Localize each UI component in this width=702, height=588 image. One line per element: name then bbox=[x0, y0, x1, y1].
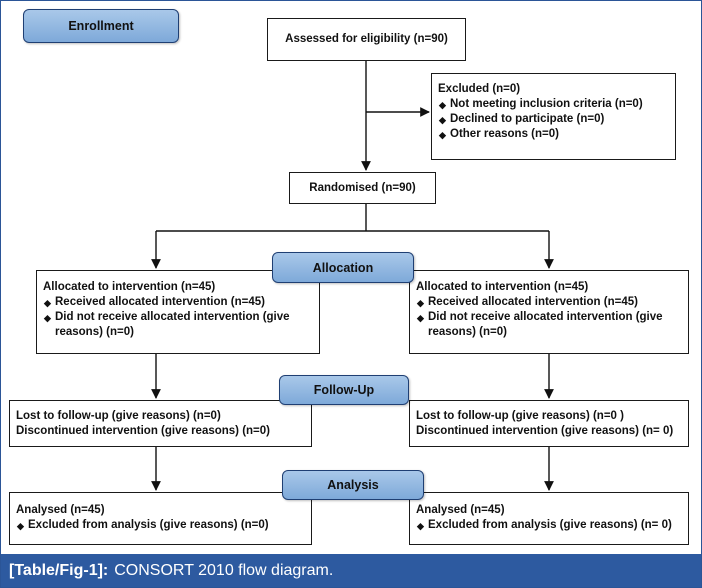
analysis-right-item-text: Excluded from analysis (give reasons) (n… bbox=[428, 519, 672, 531]
allocation-right-item: ◆ Did not receive allocated intervention … bbox=[416, 310, 682, 340]
excluded-item: ◆ Declined to participate (n=0) bbox=[438, 112, 669, 127]
allocation-right-item-text: Did not receive allocated intervention (… bbox=[428, 311, 663, 338]
stage-enrollment-label: Enrollment bbox=[68, 19, 134, 33]
analysis-right-list: ◆ Excluded from analysis (give reasons) (… bbox=[416, 518, 682, 533]
followup-right-lost: Lost to follow-up (give reasons) (n=0 ) bbox=[416, 410, 624, 422]
diamond-bullet-icon: ◆ bbox=[417, 313, 424, 323]
diamond-bullet-icon: ◆ bbox=[439, 130, 446, 140]
excluded-item-text: Other reasons (n=0) bbox=[450, 128, 559, 140]
analysis-right-item: ◆ Excluded from analysis (give reasons) (… bbox=[416, 518, 682, 533]
analysis-left-title: Analysed (n=45) bbox=[16, 504, 105, 516]
analysis-left-list: ◆ Excluded from analysis (give reasons) (… bbox=[16, 518, 305, 533]
excluded-item: ◆ Not meeting inclusion criteria (n=0) bbox=[438, 97, 669, 112]
allocation-left-item: ◆ Did not receive allocated intervention … bbox=[43, 310, 313, 340]
randomised-text: Randomised (n=90) bbox=[309, 181, 416, 194]
connector-lines bbox=[151, 61, 554, 491]
allocation-left-title: Allocated to intervention (n=45) bbox=[43, 281, 216, 293]
excluded-item: ◆ Other reasons (n=0) bbox=[438, 127, 669, 142]
assessed-text: Assessed for eligibility (n=90) bbox=[285, 33, 448, 45]
stage-follow-up-label: Follow-Up bbox=[313, 383, 375, 397]
allocation-right-title: Allocated to intervention (n=45) bbox=[416, 281, 589, 293]
diamond-bullet-icon: ◆ bbox=[17, 521, 24, 531]
allocation-right-item-text: Received allocated intervention (n=45) bbox=[428, 296, 638, 308]
stage-enrollment: Enrollment bbox=[23, 9, 179, 43]
stage-analysis: Analysis bbox=[282, 470, 424, 500]
analysis-left-item-text: Excluded from analysis (give reasons) (n… bbox=[28, 519, 269, 531]
allocation-right-box: Allocated to intervention (n=45) ◆ Receiv… bbox=[409, 270, 689, 354]
diamond-bullet-icon: ◆ bbox=[44, 313, 51, 323]
analysis-right-title: Analysed (n=45) bbox=[416, 504, 505, 516]
followup-left-discontinued: Discontinued intervention (give reasons)… bbox=[16, 425, 270, 437]
excluded-box: Excluded (n=0) ◆ Not meeting inclusion cr… bbox=[431, 73, 676, 160]
allocation-left-list: ◆Received allocated intervention (n=45) … bbox=[43, 295, 313, 340]
excluded-item-text: Declined to participate (n=0) bbox=[450, 113, 605, 125]
allocation-right-list: ◆Received allocated intervention (n=45) … bbox=[416, 295, 682, 340]
excluded-list: ◆ Not meeting inclusion criteria (n=0) ◆ D… bbox=[438, 97, 669, 142]
followup-right-box: Lost to follow-up (give reasons) (n=0 ) … bbox=[409, 400, 689, 447]
stage-allocation: Allocation bbox=[272, 252, 414, 283]
analysis-left-item: ◆ Excluded from analysis (give reasons) (… bbox=[16, 518, 305, 533]
allocation-left-item-text: Did not receive allocated intervention (… bbox=[55, 311, 290, 338]
analysis-right-box: Analysed (n=45) ◆ Excluded from analysis … bbox=[409, 492, 689, 545]
followup-right-discontinued: Discontinued intervention (give reasons)… bbox=[416, 425, 674, 437]
diamond-bullet-icon: ◆ bbox=[439, 100, 446, 110]
diamond-bullet-icon: ◆ bbox=[44, 298, 51, 308]
stage-follow-up: Follow-Up bbox=[279, 375, 409, 405]
diamond-bullet-icon: ◆ bbox=[439, 115, 446, 125]
assessed-box: Assessed for eligibility (n=90) bbox=[267, 18, 466, 61]
diamond-bullet-icon: ◆ bbox=[417, 521, 424, 531]
stage-allocation-label: Allocation bbox=[312, 260, 374, 275]
allocation-left-box: Allocated to intervention (n=45) ◆ Receiv… bbox=[36, 270, 320, 354]
figure-caption: [Table/Fig-1]: CONSORT 2010 flow diagram… bbox=[1, 554, 701, 587]
allocation-left-item-text: Received allocated intervention (n=45) bbox=[55, 296, 265, 308]
excluded-title: Excluded (n=0) bbox=[438, 83, 521, 95]
followup-left-box: Lost to follow-up (give reasons) (n=0) D… bbox=[9, 400, 312, 447]
allocation-right-item: ◆ Received allocated intervention (n=45) bbox=[416, 295, 682, 310]
followup-left-lost: Lost to follow-up (give reasons) (n=0) bbox=[16, 410, 221, 422]
figure-caption-label: [Table/Fig-1]: bbox=[9, 561, 109, 579]
figure-caption-text: CONSORT 2010 flow diagram. bbox=[114, 561, 334, 579]
stage-analysis-label: Analysis bbox=[327, 478, 379, 492]
diamond-bullet-icon: ◆ bbox=[417, 298, 424, 308]
analysis-left-box: Analysed (n=45) ◆ Excluded from analysis … bbox=[9, 492, 312, 545]
excluded-item-text: Not meeting inclusion criteria (n=0) bbox=[450, 98, 643, 110]
allocation-left-item: ◆ Received allocated intervention (n=45) bbox=[43, 295, 313, 310]
randomised-box: Randomised (n=90) bbox=[289, 172, 436, 204]
